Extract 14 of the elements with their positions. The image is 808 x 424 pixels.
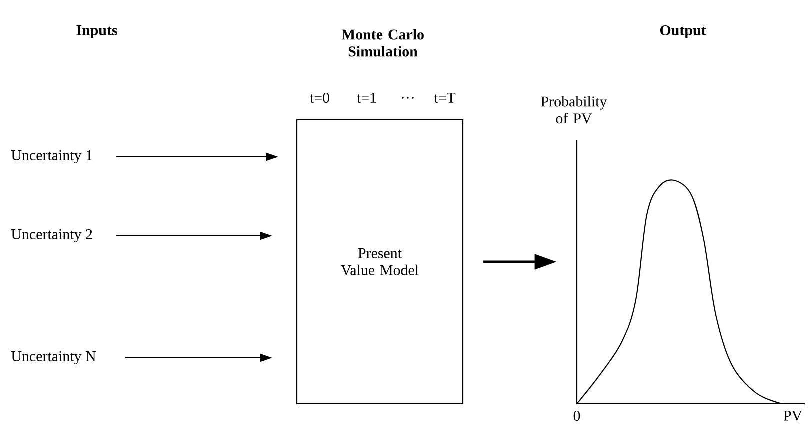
time-label: t=1 bbox=[357, 93, 376, 103]
model-box: Present Value Model bbox=[296, 119, 464, 405]
time-label: t=0 bbox=[310, 92, 330, 104]
heading: Inputs bbox=[76, 26, 118, 38]
heading: Monte Carlo Simulation bbox=[342, 29, 424, 57]
input-label: Uncertainty 1 bbox=[12, 150, 92, 164]
tick-label: 0 bbox=[574, 410, 580, 422]
heading: Output bbox=[660, 25, 706, 39]
time-label: … bbox=[402, 97, 414, 99]
time-label: t=T bbox=[434, 93, 456, 103]
input-label: Uncertainty 2 bbox=[12, 229, 92, 243]
axis-label: Probability of PV bbox=[541, 96, 608, 124]
distribution-curve-drawing bbox=[576, 140, 805, 405]
input-label: Uncertainty N bbox=[12, 351, 96, 365]
